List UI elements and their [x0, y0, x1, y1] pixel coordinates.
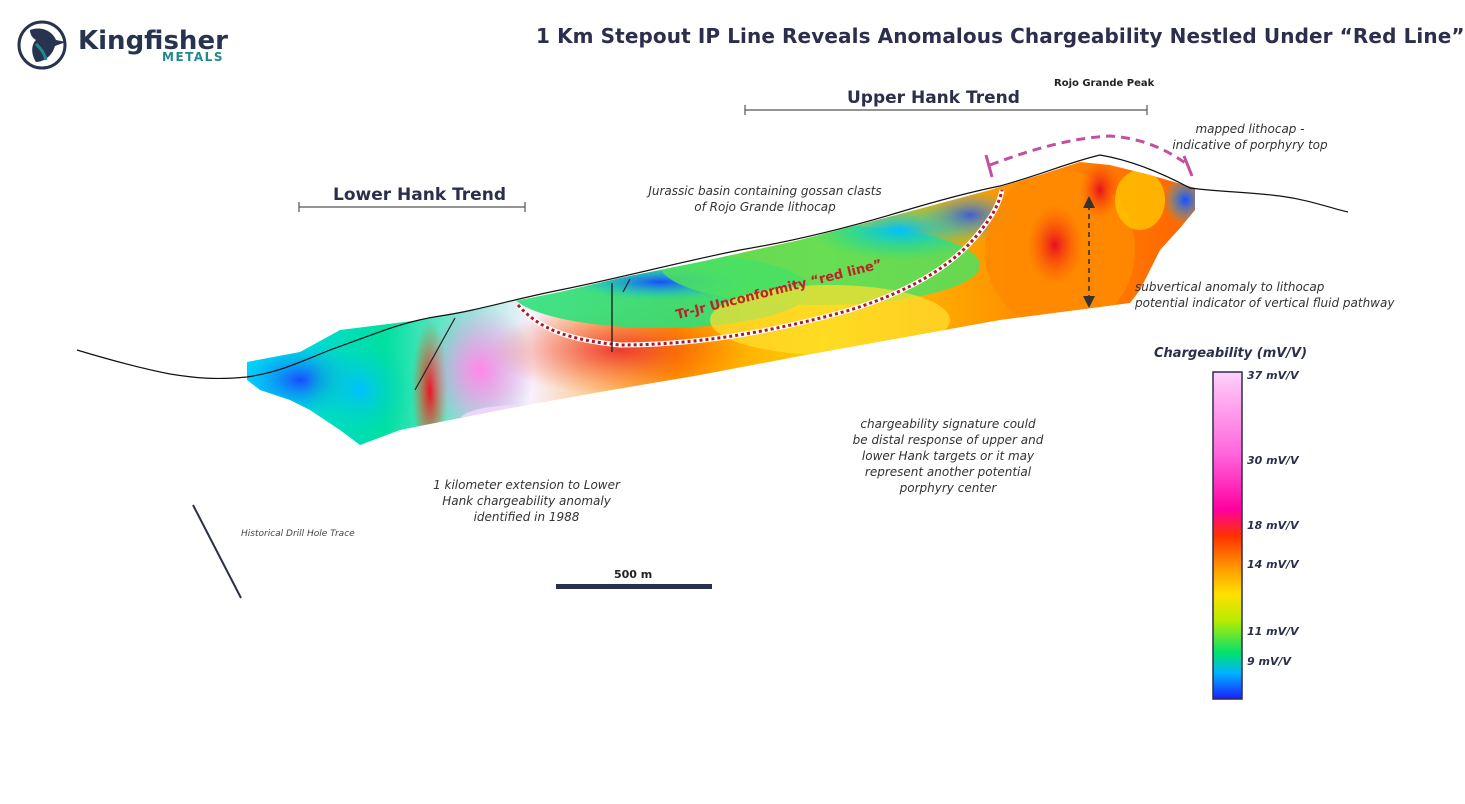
- scale-label: 500 m: [614, 568, 653, 581]
- subvertical-note: subvertical anomaly to lithocap potentia…: [1135, 280, 1395, 310]
- lithocap-note: mapped lithocap - indicative of porphyry…: [1172, 122, 1328, 152]
- drill-hole-legend-line: [192, 504, 242, 599]
- legend-tick-37: 37 mV/V: [1247, 369, 1299, 382]
- jurassic-note: Jurassic basin containing gossan clasts …: [648, 184, 882, 214]
- topography-line: [76, 154, 1349, 380]
- upper-hank-bar: [744, 105, 1148, 115]
- fault-line: [414, 317, 456, 391]
- legend-title: Chargeability (mV/V): [1154, 346, 1308, 361]
- rojo-peak-label: Rojo Grande Peak: [1054, 78, 1155, 89]
- legend-tick-18: 18 mV/V: [1247, 519, 1299, 532]
- extension-note: 1 kilometer extension to Lower Hank char…: [433, 478, 620, 524]
- kingfisher-bird-icon: [17, 20, 67, 70]
- upper-hank-label: Upper Hank Trend: [847, 88, 1020, 108]
- lithocap-bracket: [984, 134, 1194, 178]
- lower-hank-bar: [298, 202, 526, 212]
- subvertical-arrow: [1083, 196, 1095, 308]
- signature-note: chargeability signature could be distal …: [852, 417, 1044, 495]
- legend-tick-30: 30 mV/V: [1247, 454, 1299, 467]
- logo-subtitle: METALS: [162, 50, 224, 64]
- legend-colorbar: [1212, 371, 1243, 700]
- section-diagram: [17, 20, 1349, 700]
- logo-wordmark: Kingfisher: [78, 26, 228, 56]
- drill-hole-label: Historical Drill Hole Trace: [241, 529, 355, 539]
- legend-tick-14: 14 mV/V: [1247, 558, 1299, 571]
- lower-hank-label: Lower Hank Trend: [333, 185, 506, 205]
- legend-tick-9: 9 mV/V: [1247, 655, 1291, 668]
- scale-bar: [556, 584, 712, 589]
- legend-tick-11: 11 mV/V: [1247, 625, 1299, 638]
- page-title: 1 Km Stepout IP Line Reveals Anomalous C…: [536, 24, 1465, 48]
